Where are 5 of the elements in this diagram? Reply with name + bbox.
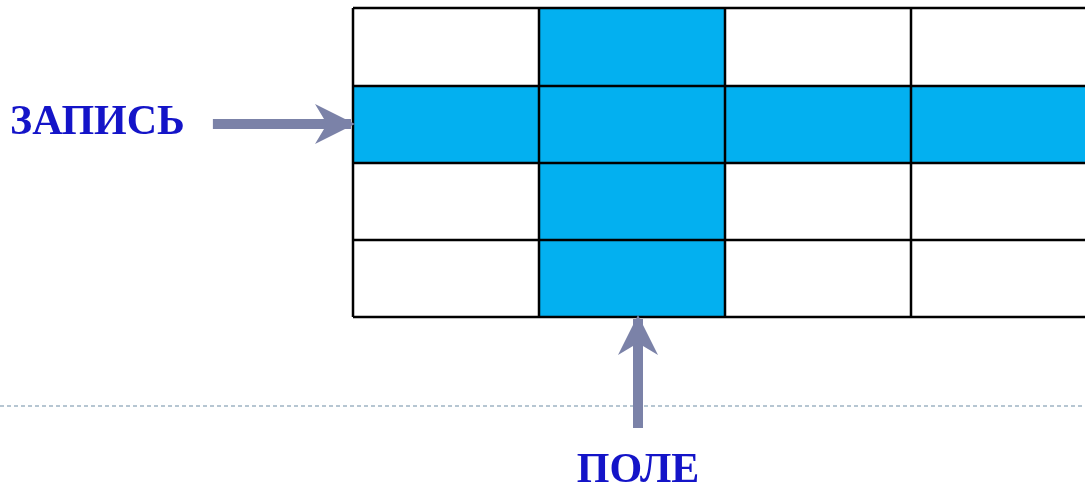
- heading-label: ЗАПИСЬ: [10, 96, 185, 144]
- arrow: [618, 315, 658, 428]
- heading-label: ПОЛЕ: [576, 444, 700, 489]
- highlighted-column: [539, 8, 725, 317]
- arrow: [212, 104, 355, 144]
